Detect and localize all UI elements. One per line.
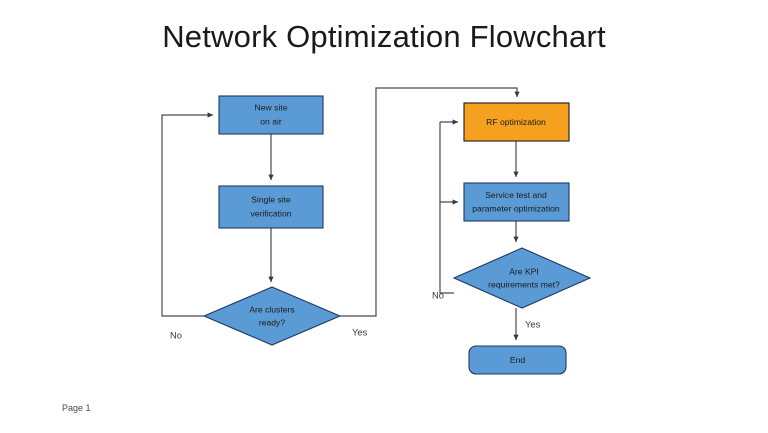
node-label-are-clusters-ready-line2: ready?: [259, 317, 285, 327]
edge-kpi-no-trunk: [439, 122, 454, 294]
edge-label-kpi-yes: Yes: [525, 318, 541, 329]
node-service-test-parameter-optimization[interactable]: Service test and parameter optimization: [463, 182, 570, 222]
node-are-clusters-ready[interactable]: Are clusters ready?: [202, 286, 342, 346]
node-label-new-site-on-air-line1: New site: [255, 102, 288, 112]
node-label-rf-optimization: RF optimization: [486, 117, 546, 127]
node-label-are-kpi-line2: requirements met?: [488, 279, 560, 289]
node-label-end: End: [510, 355, 526, 365]
node-are-kpi-requirements-met[interactable]: Are KPI requirements met?: [452, 247, 592, 309]
node-label-are-kpi-line1: Are KPI: [509, 266, 539, 276]
node-single-site-verification[interactable]: Single site verification: [218, 185, 324, 229]
edge-label-kpi-no: No: [432, 289, 444, 300]
edge-clusters-yes-to-rf: [340, 87, 520, 317]
page-title: Network Optimization Flowchart: [162, 19, 606, 54]
edge-label-clusters-no: No: [170, 329, 182, 340]
page-number-footer: Page 1: [62, 403, 91, 413]
node-rf-optimization[interactable]: RF optimization: [463, 102, 570, 142]
edge-label-clusters-yes: Yes: [352, 326, 368, 337]
edge-clusters-no-loop: [161, 112, 214, 317]
node-label-single-site-verification-line1: Single site: [251, 194, 291, 204]
node-label-service-test-line2: parameter optimization: [472, 203, 560, 213]
node-end[interactable]: End: [468, 345, 567, 375]
node-new-site-on-air[interactable]: New site on air: [218, 95, 324, 135]
node-label-single-site-verification-line2: verification: [250, 208, 291, 218]
node-label-are-clusters-ready-line1: Are clusters: [249, 304, 294, 314]
node-label-new-site-on-air-line2: on air: [260, 116, 282, 126]
node-label-service-test-line1: Service test and: [485, 190, 547, 200]
